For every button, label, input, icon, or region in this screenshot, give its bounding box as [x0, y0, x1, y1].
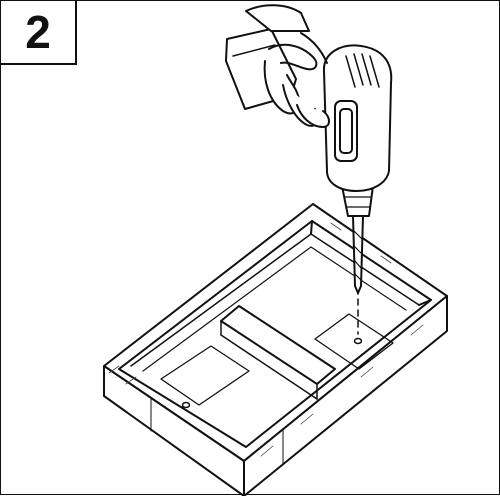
drill-chuck — [341, 185, 374, 217]
drill-handle-and-hand — [225, 4, 330, 128]
drill-body — [322, 44, 393, 192]
tray-inner-walls — [130, 220, 432, 400]
step-number-box: 2 — [1, 1, 77, 65]
drill-bit — [352, 215, 364, 294]
drill-hole-marks — [181, 337, 363, 409]
step-number: 2 — [25, 6, 51, 58]
tray-hatching — [108, 222, 424, 457]
tray-floor-plates — [160, 313, 394, 406]
